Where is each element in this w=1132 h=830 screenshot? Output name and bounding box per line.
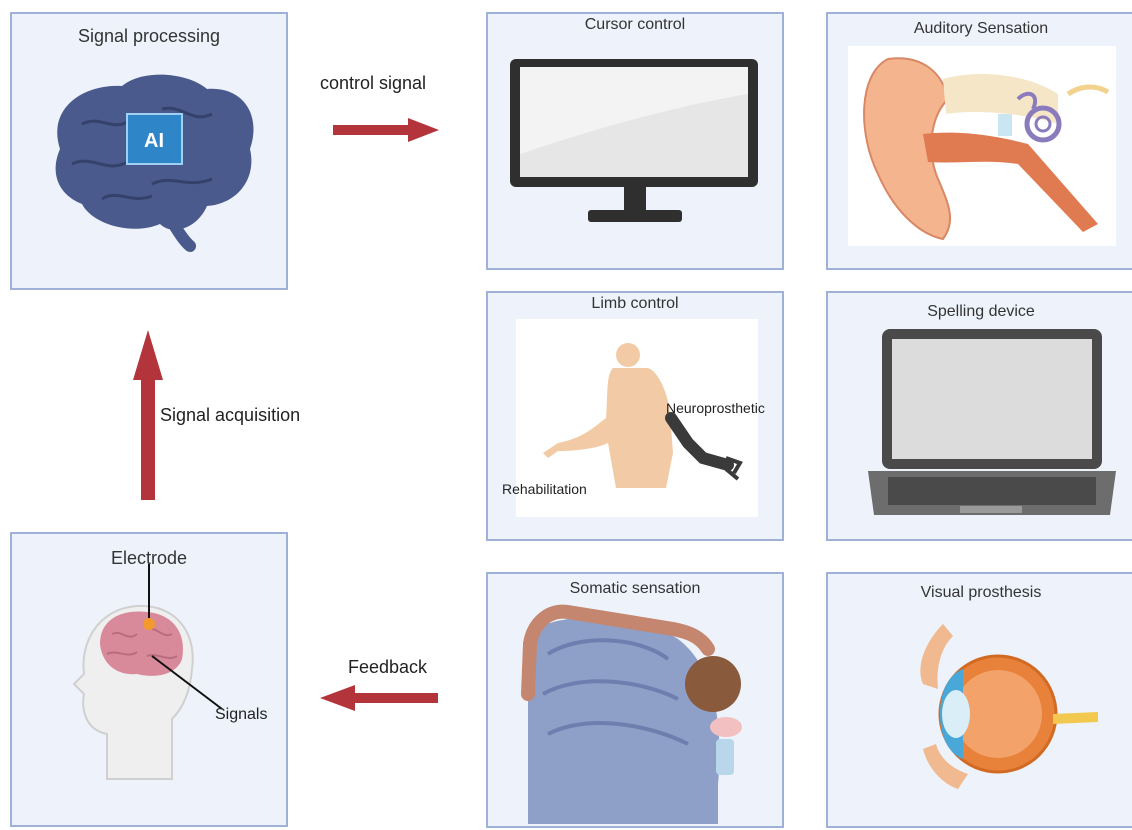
monitor-icon — [488, 14, 786, 272]
ai-badge: AI — [144, 130, 164, 152]
electrode-panel: Electrode Signals — [10, 532, 288, 827]
auditory-sensation-panel: Auditory Sensation — [826, 12, 1132, 270]
feedback-label: Feedback — [348, 657, 427, 678]
somatic-sensation-panel: Somatic sensation — [486, 572, 784, 828]
signal-acquisition-arrow — [133, 330, 163, 500]
eye-anatomy-icon — [828, 574, 1132, 830]
cursor-control-panel: Cursor control — [486, 12, 784, 270]
spelling-device-panel: Spelling device — [826, 291, 1132, 541]
prosthetic-arm-icon — [488, 293, 786, 543]
signal-processing-panel: Signal processing AI — [10, 12, 288, 290]
feedback-arrow — [320, 685, 440, 711]
signal-acquisition-label: Signal acquisition — [160, 405, 300, 426]
limb-control-panel: Limb control Neuroprosthetic Rehabilitat… — [486, 291, 784, 541]
visual-prosthesis-panel: Visual prosthesis — [826, 572, 1132, 828]
head-brain-icon — [12, 534, 290, 824]
laptop-icon — [828, 293, 1132, 543]
control-signal-arrow — [333, 118, 443, 142]
rehabilitation-label: Rehabilitation — [502, 481, 587, 497]
ear-anatomy-icon — [828, 14, 1132, 272]
signals-label: Signals — [215, 706, 267, 724]
neuroprosthetic-label: Neuroprosthetic — [666, 400, 765, 416]
brain-ai-icon: AI — [12, 14, 290, 292]
control-signal-label: control signal — [320, 73, 426, 94]
somatosensory-icon — [488, 574, 786, 830]
